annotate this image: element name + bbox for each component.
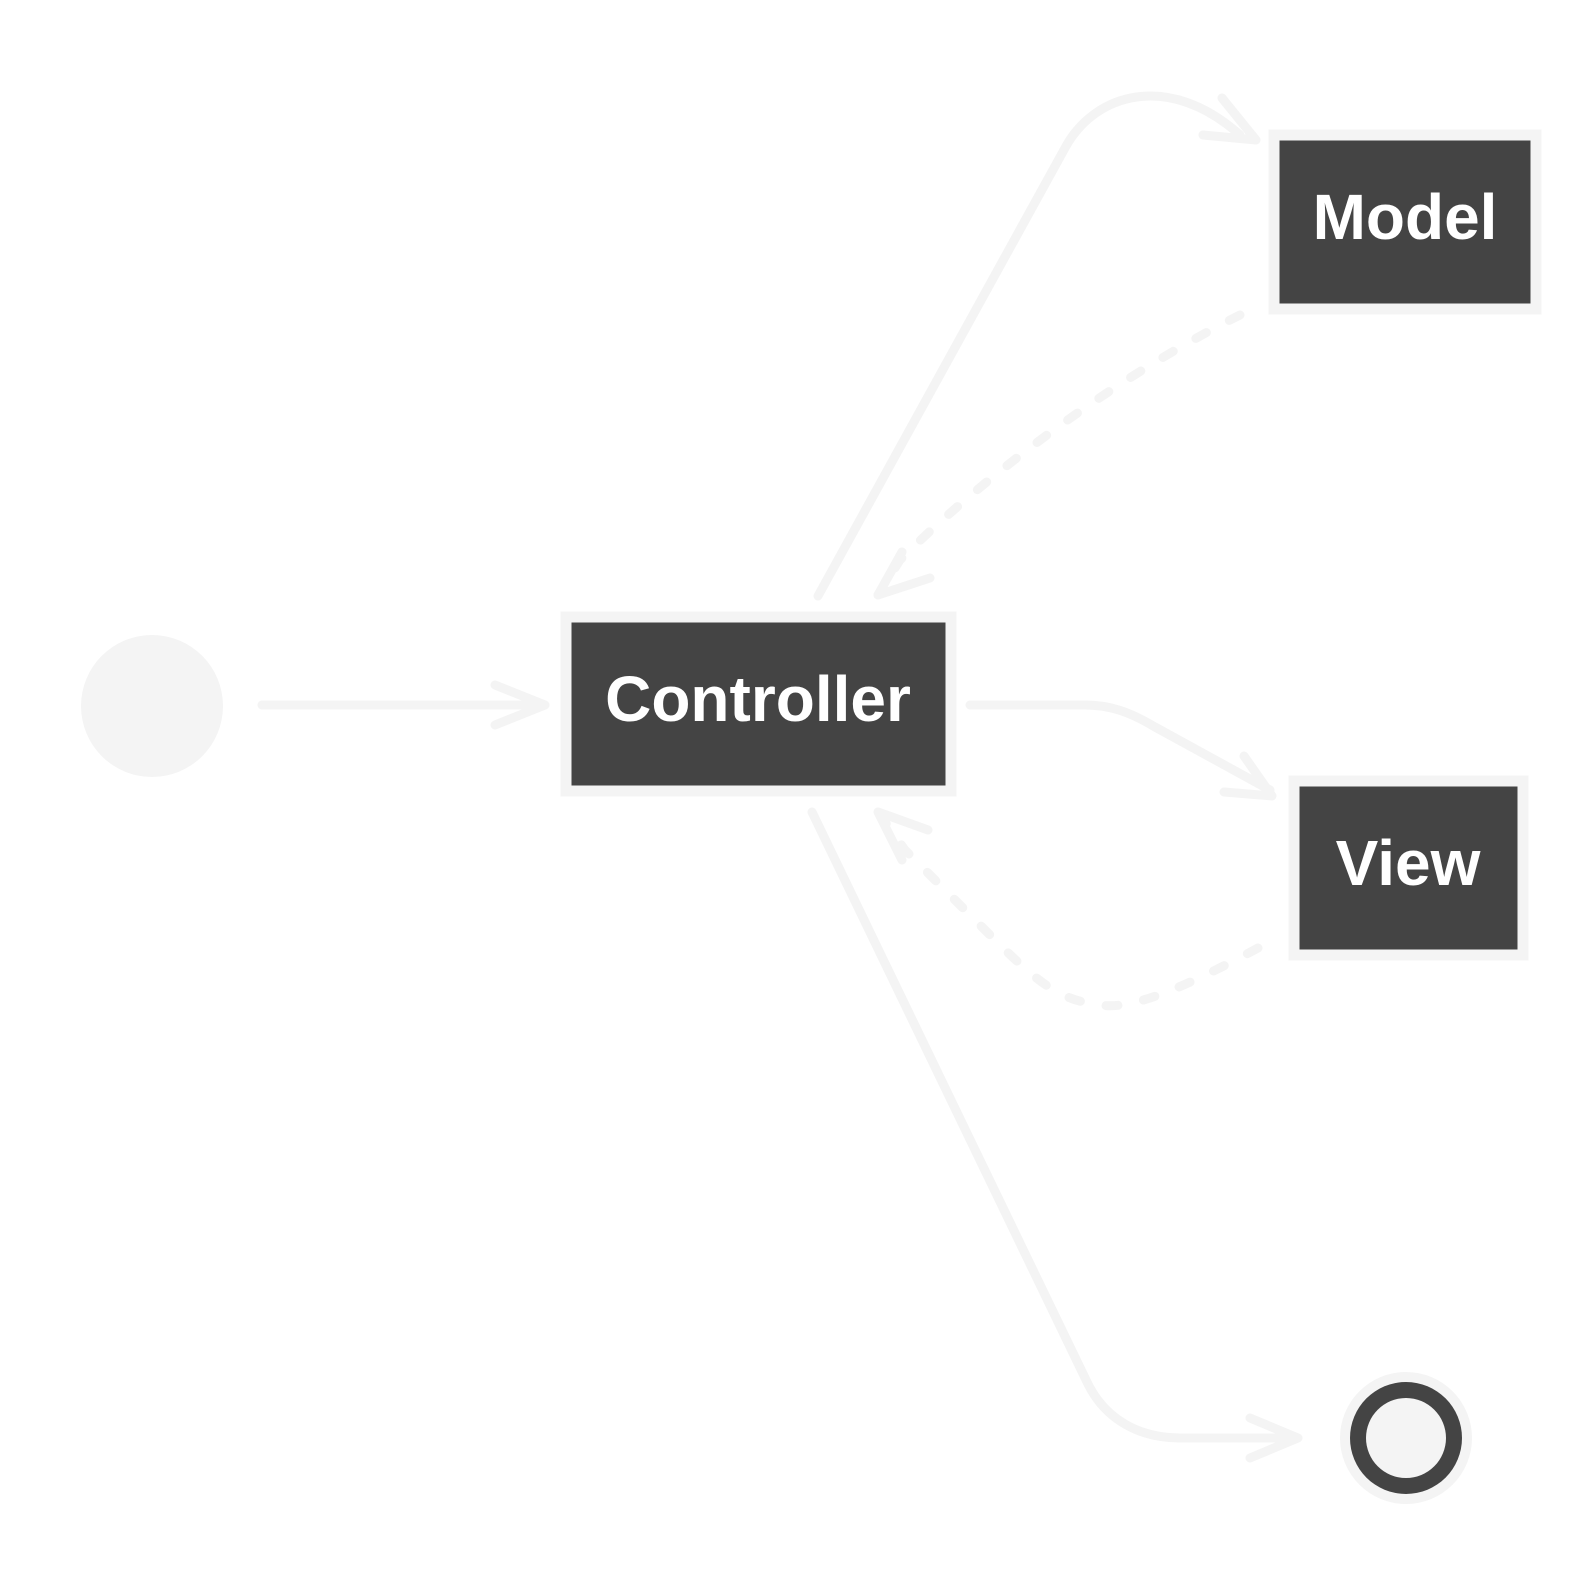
controller-node: Controller bbox=[560, 611, 957, 797]
edge-model-to-controller bbox=[873, 310, 1245, 600]
model-label: Model bbox=[1313, 181, 1498, 253]
controller-label: Controller bbox=[605, 663, 911, 735]
view-label: View bbox=[1336, 827, 1481, 899]
view-node: View bbox=[1288, 775, 1529, 961]
model-node: Model bbox=[1268, 129, 1542, 315]
edge-controller-to-end bbox=[807, 807, 1303, 1463]
final-state-node bbox=[1340, 1372, 1472, 1504]
edge-view-to-controller bbox=[873, 807, 1263, 1011]
edge-controller-to-model bbox=[813, 91, 1261, 601]
edge-controller-to-view bbox=[965, 700, 1277, 801]
edge-start-to-controller bbox=[257, 680, 550, 730]
initial-state-node bbox=[81, 635, 223, 777]
